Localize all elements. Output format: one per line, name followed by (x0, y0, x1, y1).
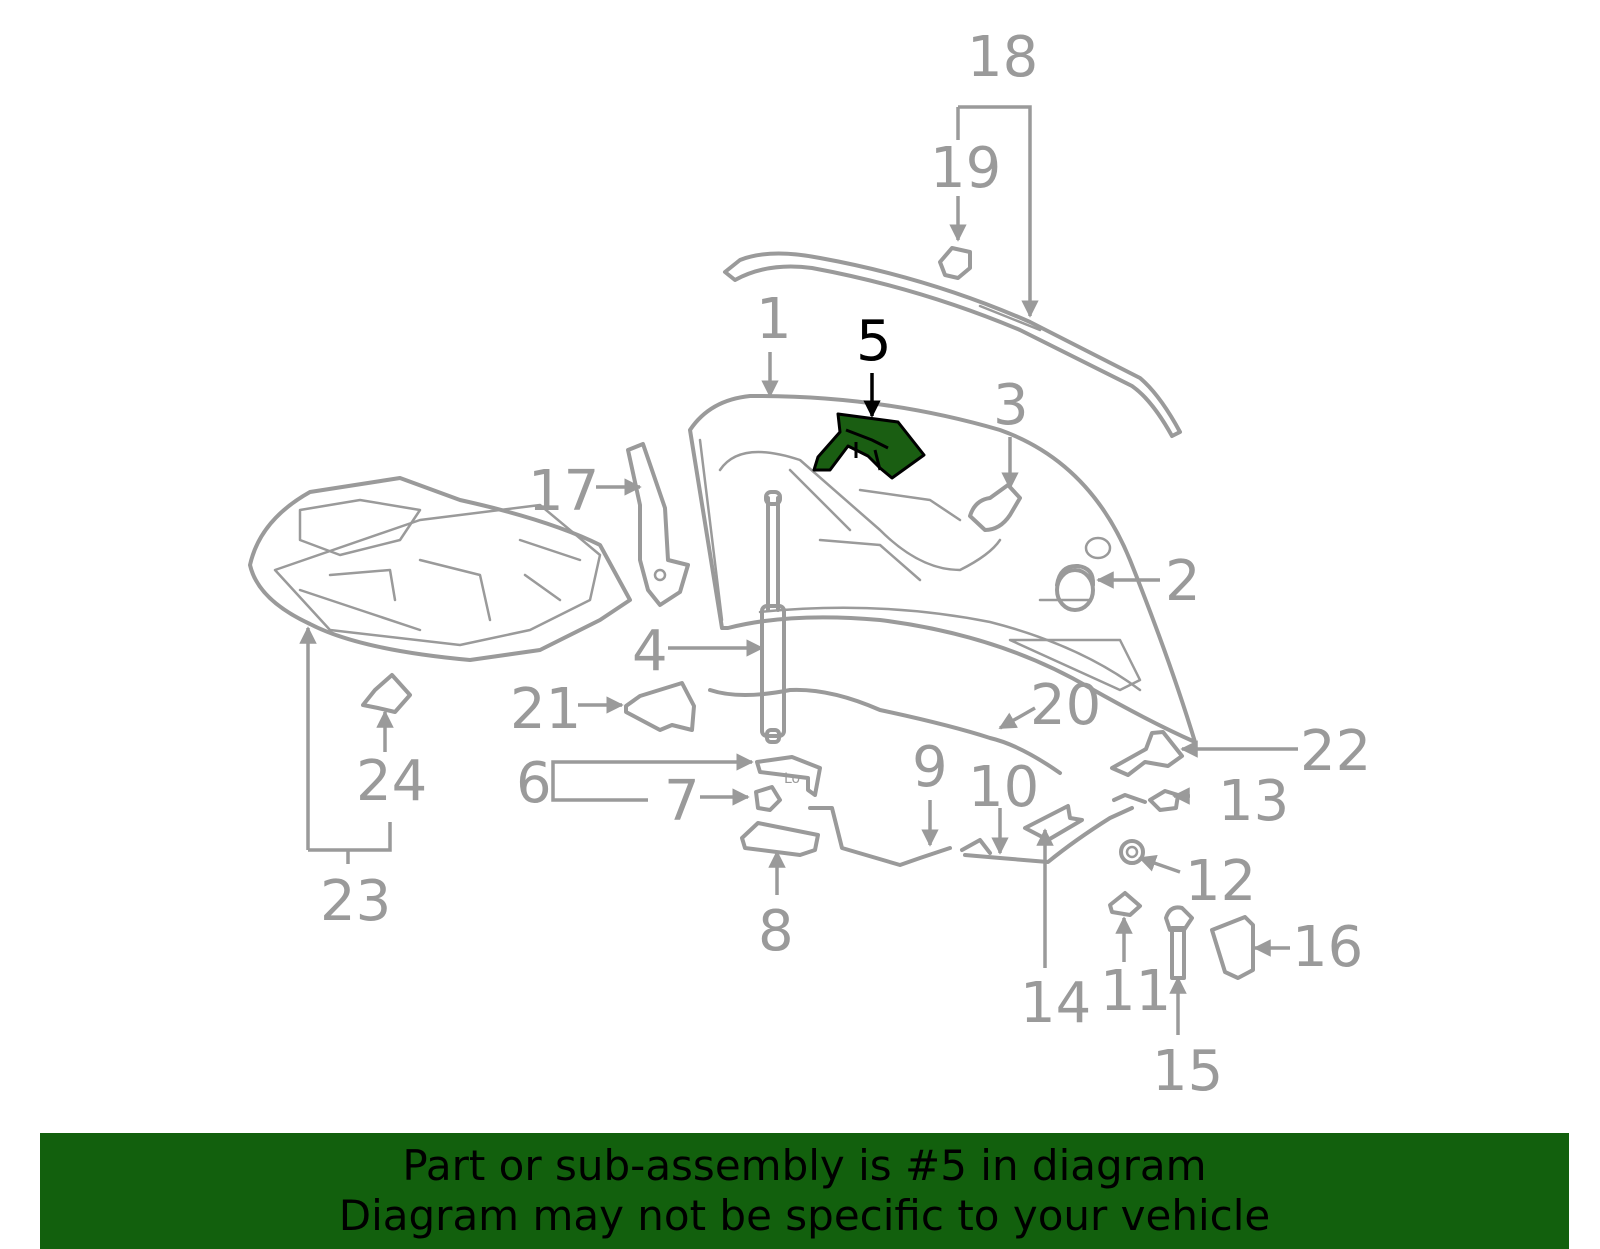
latch-8 (740, 821, 820, 857)
clip-13 (1112, 789, 1180, 812)
callout-16: 16 (1292, 915, 1363, 980)
callout-10: 10 (968, 755, 1039, 820)
latch-6: Lo (755, 755, 822, 797)
hood-seal (723, 251, 1182, 438)
hood-bumper (1055, 563, 1096, 612)
parts-diagram: Lo (248, 25, 1371, 1104)
callout-18: 18 (967, 25, 1038, 90)
clip-24 (361, 673, 412, 714)
callout-20: 20 (1030, 673, 1101, 738)
leader-lines (299, 105, 1298, 1035)
callout-11: 11 (1100, 959, 1171, 1024)
bracket-21 (624, 681, 696, 732)
banner-line-2: Diagram may not be specific to your vehi… (338, 1191, 1271, 1240)
callout-24: 24 (356, 749, 427, 814)
callout-22: 22 (1300, 719, 1371, 784)
cover-16 (1210, 915, 1255, 980)
callout-8: 8 (758, 899, 794, 964)
bracket-22 (1110, 730, 1184, 777)
callout-17: 17 (528, 459, 599, 524)
callout-23: 23 (320, 869, 391, 934)
callout-5: 5 (856, 309, 892, 374)
clip-11 (1108, 891, 1142, 917)
release-rod (808, 806, 1134, 867)
hood-panel (688, 393, 1197, 744)
callout-19: 19 (930, 136, 1001, 201)
callout-2: 2 (1165, 549, 1201, 614)
latch-7 (754, 785, 782, 812)
callout-7: 7 (664, 769, 700, 834)
callout-15: 15 (1152, 1039, 1223, 1104)
callout-21: 21 (510, 677, 581, 742)
callout-labels: 18 19 1 5 3 2 17 4 21 20 22 6 7 9 10 13 … (320, 25, 1371, 1104)
info-banner: Part or sub-assembly is #5 in diagram Di… (40, 1133, 1569, 1249)
seal-clip (938, 246, 972, 280)
callout-13: 13 (1218, 769, 1289, 834)
callout-6: 6 (516, 751, 552, 816)
callout-1: 1 (756, 287, 792, 352)
hood-strut (760, 490, 786, 744)
release-cable (708, 687, 1062, 775)
grommet-12 (1119, 839, 1145, 865)
svg-text:Lo: Lo (784, 771, 800, 787)
adjust-bumper (968, 483, 1022, 532)
callout-14: 14 (1020, 971, 1091, 1036)
hood-insulator (248, 476, 632, 662)
callout-3: 3 (993, 373, 1029, 438)
highlighted-part-5 (812, 412, 926, 480)
callout-4: 4 (632, 619, 668, 684)
hood-hinge (626, 442, 690, 607)
callout-12: 12 (1185, 849, 1256, 914)
banner-line-1: Part or sub-assembly is #5 in diagram (402, 1141, 1207, 1190)
callout-9: 9 (912, 735, 948, 800)
